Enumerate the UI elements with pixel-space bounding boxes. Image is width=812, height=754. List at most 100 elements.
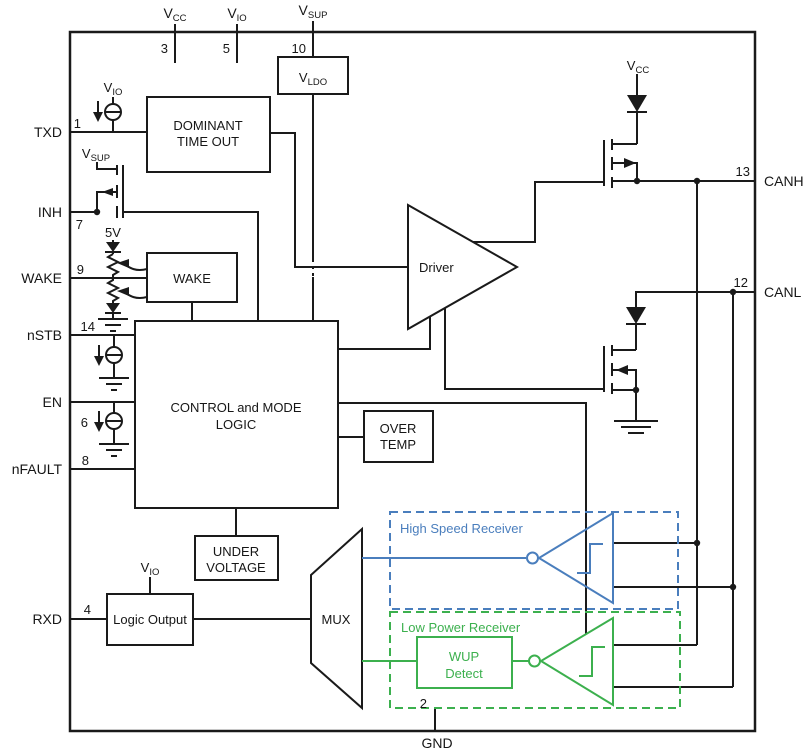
vsup-inh-label: VSUP [82,146,110,164]
over-temp-label-2: TEMP [380,437,416,452]
canh-output-stage [603,74,647,188]
diode-icon [106,303,120,313]
ground-icon [99,443,129,457]
inverter-bubble-icon [528,654,541,668]
under-voltage-label-1: UNDER [213,544,259,559]
wake-5v-label: 5V [105,225,121,240]
vio-txd-label: VIO [104,80,123,98]
wake-block [146,252,238,303]
junction-dot [729,288,737,296]
over-temp-label-1: OVER [380,421,417,436]
junction-dot [729,583,737,591]
driver-symbol [407,203,520,331]
mosfet-arrow-icon [102,188,113,196]
en-pulldown-current-source [94,402,129,457]
mux-block [310,526,363,711]
inh-gate-wire [123,211,259,321]
vldo-block [277,56,349,95]
resistor-icon-lower [105,278,121,303]
pin-number-vsup: 10 [292,41,306,56]
down-arrow-icon [93,112,103,122]
vcc-highside-label: VCC [627,58,650,76]
driver-input-wire [270,132,408,268]
wiper-arrow-icon [117,287,129,296]
receiver-enable-wire [338,402,587,634]
over-temp-block [363,410,434,463]
logic-output-label: Logic Output [113,612,187,627]
pin-number-gnd: 2 [420,696,427,711]
resistor-icon-upper [105,253,121,278]
pin-number-canl: 12 [734,275,748,290]
ground-icon [614,420,658,434]
junction-dots [93,177,737,591]
logic-output-block [106,593,194,646]
wake-label: WAKE [173,271,211,286]
pin-number-wake: 9 [77,262,84,277]
pin-label-nfault: nFAULT [12,461,63,477]
diode-icon [106,242,120,252]
high-speed-receiver-label: High Speed Receiver [400,521,524,536]
txd-pullup-current-source [93,97,122,132]
junction-dot [693,539,701,547]
dominant-timeout-label-2: TIME OUT [177,134,239,149]
vsup-top-label: VSUP [299,2,328,21]
nstb-pulldown-current-source [94,335,129,391]
wires [70,21,755,731]
pin-label-nstb: nSTB [27,327,62,343]
down-arrow-icon [94,422,104,432]
wup-detect-label-2: Detect [445,666,483,681]
pin-label-wake: WAKE [21,270,62,286]
junction-dot [632,386,640,394]
hs-receiver-symbol [537,511,614,605]
mosfet-arrow-icon [616,365,628,375]
driver-label: Driver [419,260,454,275]
under-voltage-label-2: VOLTAGE [206,560,266,575]
pin-number-txd: 1 [74,116,81,131]
high-speed-receiver-region [362,511,679,610]
wup-detect-label-1: WUP [449,649,479,664]
pin-number-canh: 13 [736,164,750,179]
control-to-driver-wire [338,317,431,350]
junction-dot [693,177,701,185]
mosfet-arrow-icon [624,158,636,168]
control-label-1: CONTROL and MODE [171,400,302,415]
lp-receiver-symbol [539,616,614,707]
ground-icon [99,377,129,391]
pin-number-nfault: 8 [82,453,89,468]
low-power-receiver-box [389,611,681,709]
pin-label-rxd: RXD [32,611,62,627]
pin-number-nstb: 14 [81,319,95,334]
hysteresis-icon [579,646,605,677]
canl-wire [635,291,755,307]
mosfet-source-lead [96,162,117,170]
low-power-receiver-label: Low Power Receiver [401,620,521,635]
under-voltage-block [194,535,279,581]
pin-label-en: EN [43,394,62,410]
mux-label: MUX [322,612,351,627]
dominant-timeout-label-1: DOMINANT [173,118,242,133]
vio-rxd-label: VIO [141,560,160,578]
dominant-timeout-block [146,96,271,173]
pin-label-gnd: GND [421,735,452,751]
diode-icon [626,307,646,324]
control-mode-logic-block [134,320,339,509]
junction-dot [633,177,641,185]
wake-threshold-network [98,240,148,332]
pin-number-rxd: 4 [84,602,91,617]
diode-icon [627,95,647,112]
pin-label-txd: TXD [34,124,62,140]
control-label-2: LOGIC [216,417,256,432]
down-arrow-icon [94,356,104,366]
pin-label-canh: CANH [764,173,804,189]
vio-top-label: VIO [227,5,246,24]
vldo-label: VLDO [299,70,327,88]
pin-number-en: 6 [81,415,88,430]
driver-to-pmos-gate-wire [473,181,604,243]
vcc-top-label: VCC [163,5,186,24]
mosfet-body-lead [612,162,638,181]
inverter-bubble-icon [526,551,539,565]
ground-icon [98,318,128,332]
inh-mosfet [96,162,124,218]
